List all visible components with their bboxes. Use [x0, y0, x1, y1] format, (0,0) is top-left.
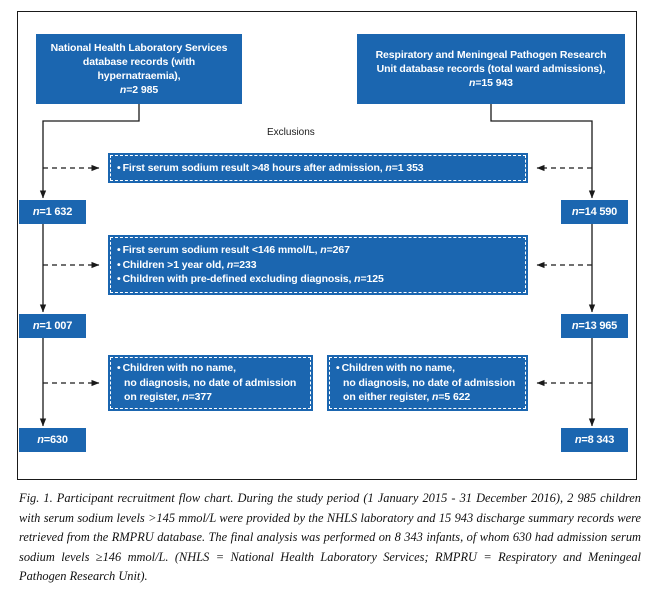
exclusion-row3-left-line3: on register, n=377	[124, 391, 212, 404]
node-nhls-source: National Health Laboratory Services data…	[36, 34, 242, 104]
bullet-icon: •	[336, 361, 340, 374]
exclusion-row3-left-line2: no diagnosis, no date of admission	[124, 376, 297, 389]
exclusion-box-row2: •First serum sodium result <146 mmol/L, …	[108, 235, 528, 295]
exclusion-row3-right-line2: no diagnosis, no date of admission	[343, 376, 516, 389]
bullet-icon: •	[117, 258, 121, 271]
figure-caption: Fig. 1. Participant recruitment flow cha…	[19, 491, 641, 584]
exclusion-row3-right-line3: on either register, n=5 622	[343, 391, 471, 404]
nhls-source-line1: National Health Laboratory Services	[50, 41, 228, 54]
rmpru-source-n-val: =15 943	[475, 77, 513, 90]
exclusion-box-row3-right: •Children with no name, no diagnosis, no…	[327, 355, 528, 411]
nhls-source-line2: database records (with hypernatraemia),	[82, 55, 196, 82]
bullet-icon: •	[117, 243, 121, 256]
bullet-icon: •	[117, 273, 121, 286]
count-right-14590-val: =14 590	[578, 206, 618, 218]
exclusion-box-row3-left: •Children with no name, no diagnosis, no…	[108, 355, 313, 411]
rmpru-source-line1: Respiratory and Meningeal Pathogen Resea…	[375, 48, 607, 61]
exclusion-row3-right-line1: Children with no name,	[341, 361, 455, 374]
bullet-icon: •	[117, 361, 121, 374]
exclusion-row2-line3: Children with pre-defined excluding diag…	[122, 273, 384, 286]
count-left-1632-var: n	[32, 206, 40, 218]
rmpru-source-n-var: n	[469, 77, 476, 90]
exclusion-row1-line1: First serum sodium result >48 hours afte…	[122, 161, 424, 174]
count-right-13965-val: =13 965	[578, 320, 618, 332]
rmpru-source-line2: Unit database records (total ward admiss…	[376, 62, 606, 75]
count-right-13965-var: n	[571, 320, 579, 332]
nhls-source-n-var: n	[119, 84, 127, 97]
count-right-14590-var: n	[571, 206, 579, 218]
count-box-left-1632: n=1 632	[19, 200, 86, 224]
count-left-1007-val: =1 007	[39, 320, 73, 332]
exclusions-label: Exclusions	[267, 127, 315, 138]
count-box-left-630: n=630	[19, 428, 86, 452]
count-right-8343-val: =8 343	[581, 434, 615, 446]
count-box-left-1007: n=1 007	[19, 314, 86, 338]
exclusion-row2-line1: First serum sodium result <146 mmol/L, n…	[122, 243, 350, 256]
exclusion-row2-line2: Children >1 year old, n=233	[122, 258, 257, 271]
count-left-1007-var: n	[32, 320, 40, 332]
exclusion-box-row1: •First serum sodium result >48 hours aft…	[108, 153, 528, 183]
exclusion-row3-left-line1: Children with no name,	[122, 361, 236, 374]
bullet-icon: •	[117, 161, 121, 174]
node-rmpru-source: Respiratory and Meningeal Pathogen Resea…	[357, 34, 625, 104]
count-box-right-13965: n=13 965	[561, 314, 628, 338]
count-left-630-val: =630	[43, 434, 68, 446]
count-right-8343-var: n	[574, 434, 582, 446]
nhls-source-n-val: =2 985	[126, 84, 159, 97]
count-left-630-var: n	[37, 434, 44, 446]
count-box-right-8343: n=8 343	[561, 428, 628, 452]
count-left-1632-val: =1 632	[39, 206, 73, 218]
count-box-right-14590: n=14 590	[561, 200, 628, 224]
